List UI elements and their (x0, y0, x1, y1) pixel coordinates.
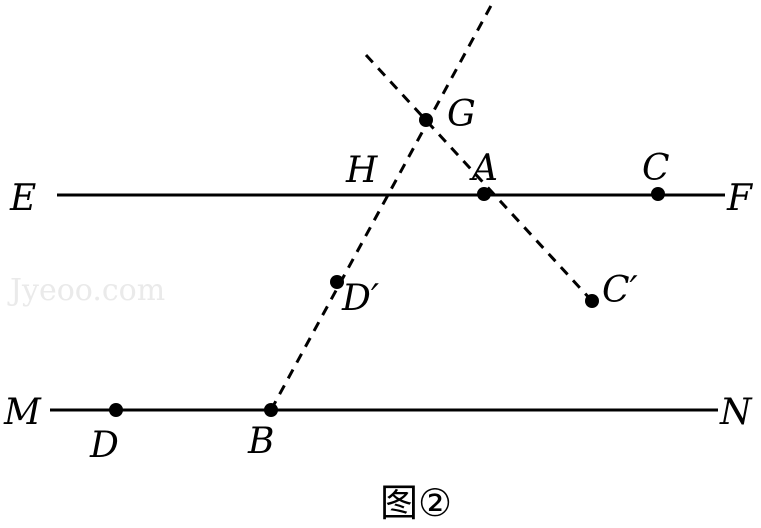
watermark: Jyeoo.com (7, 273, 165, 308)
point-c-prime (585, 294, 599, 308)
label-b: B (247, 421, 274, 462)
label-m: M (3, 392, 42, 433)
label-d: D (89, 425, 119, 466)
label-n: N (719, 392, 753, 433)
point-d-prime (330, 275, 344, 289)
point-b (264, 403, 278, 417)
label-g: G (447, 94, 476, 135)
point-d (109, 403, 123, 417)
point-g (419, 113, 433, 127)
label-c-prime: C′ (602, 270, 638, 311)
label-d-prime: D′ (341, 278, 379, 319)
figure-caption: 图② (380, 481, 452, 525)
label-f: F (726, 178, 754, 219)
point-c (651, 187, 665, 201)
label-h: H (345, 150, 378, 191)
dashed-line-bg (269, 1, 495, 411)
point-a (477, 187, 491, 201)
label-c: C (642, 148, 670, 189)
label-e: E (9, 178, 36, 219)
dashed-line-gc (364, 53, 594, 303)
label-a: A (469, 148, 498, 189)
